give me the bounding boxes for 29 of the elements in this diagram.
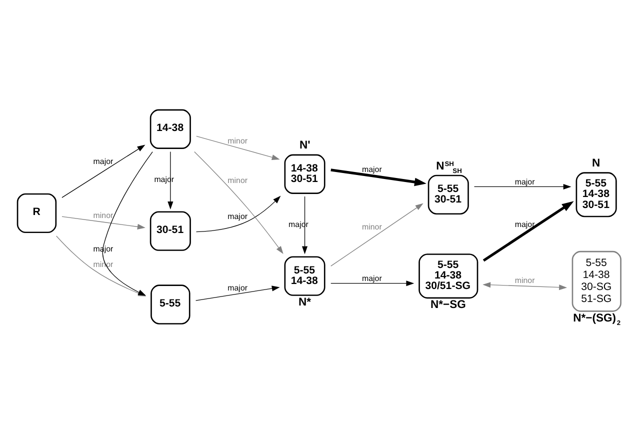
arrow	[330, 202, 424, 266]
arrow	[474, 183, 572, 189]
node-label: N	[592, 157, 600, 170]
node-label: N*−(SG)$_{2}$	[573, 312, 621, 326]
node-box: 5-55 14-38 30-51	[576, 172, 617, 217]
arrow	[482, 200, 574, 262]
arrow	[302, 196, 308, 254]
node-box: 14-38 30-51	[284, 154, 326, 194]
arrow	[482, 282, 568, 290]
node-box: 30-51	[150, 210, 191, 250]
arrow	[168, 150, 174, 209]
arrow	[62, 216, 146, 229]
arrow	[196, 195, 281, 232]
node-box: 14-38	[150, 108, 191, 148]
arrow	[330, 168, 426, 186]
arrow	[330, 280, 414, 286]
node-label: N*−SG	[430, 298, 466, 311]
arrow	[195, 285, 280, 300]
arrow	[194, 150, 284, 254]
node-box: 5-55 14-38	[284, 256, 326, 296]
node-box: 5-55 14-38 30-SG 51-SG	[572, 250, 622, 312]
node-label: N'	[299, 139, 310, 152]
node-box: 5-55 30-51	[428, 174, 469, 214]
node-box: 5-55 14-38 30/51-SG	[418, 253, 478, 298]
arrow	[62, 144, 146, 198]
arrow	[196, 135, 280, 160]
node-box: 5-55	[150, 284, 190, 324]
node-label: N*	[298, 296, 311, 308]
node-box: R	[16, 192, 57, 233]
